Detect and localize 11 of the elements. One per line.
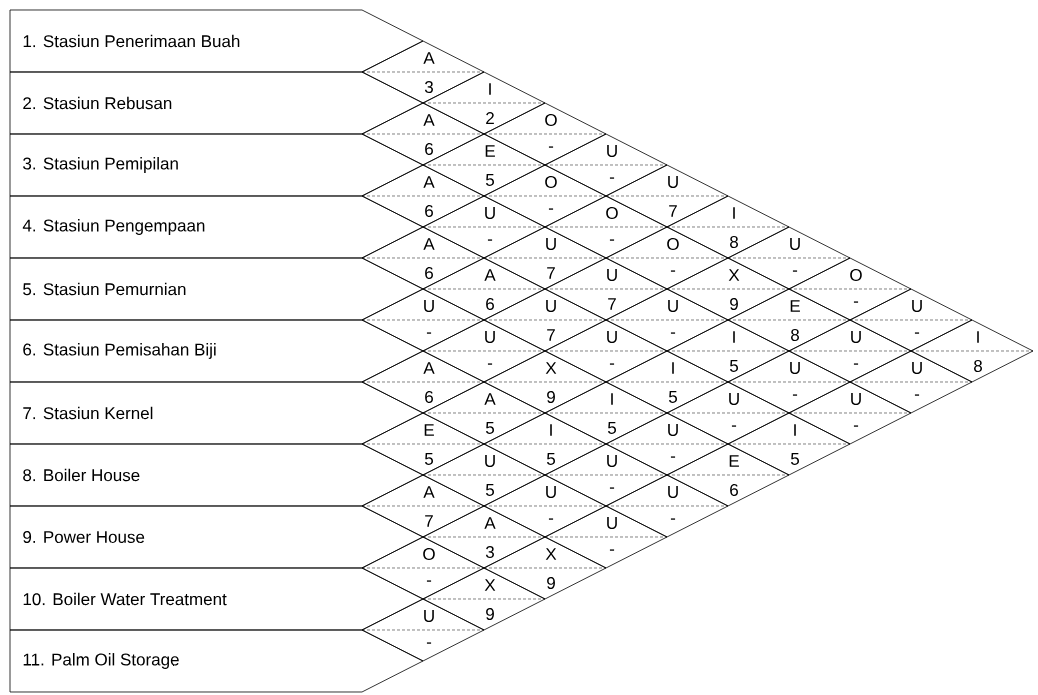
department-box: 10. Boiler Water Treatment [9, 567, 424, 631]
department-box: 4. Stasiun Pengempaan [9, 195, 424, 259]
department-box: 8. Boiler House [9, 443, 424, 507]
department-box: 2. Stasiun Rebusan [9, 71, 424, 135]
department-box: 9. Power House [9, 505, 424, 569]
department-box: 6. Stasiun Pemisahan Biji [9, 319, 424, 383]
department-box: 3. Stasiun Pemipilan [9, 133, 424, 197]
department-box: 1. Stasiun Penerimaan Buah [9, 9, 424, 73]
department-box: 7. Stasiun Kernel [9, 381, 424, 445]
department-box: 11. Palm Oil Storage [9, 629, 424, 693]
department-box: 5. Stasiun Pemurnian [9, 257, 424, 321]
